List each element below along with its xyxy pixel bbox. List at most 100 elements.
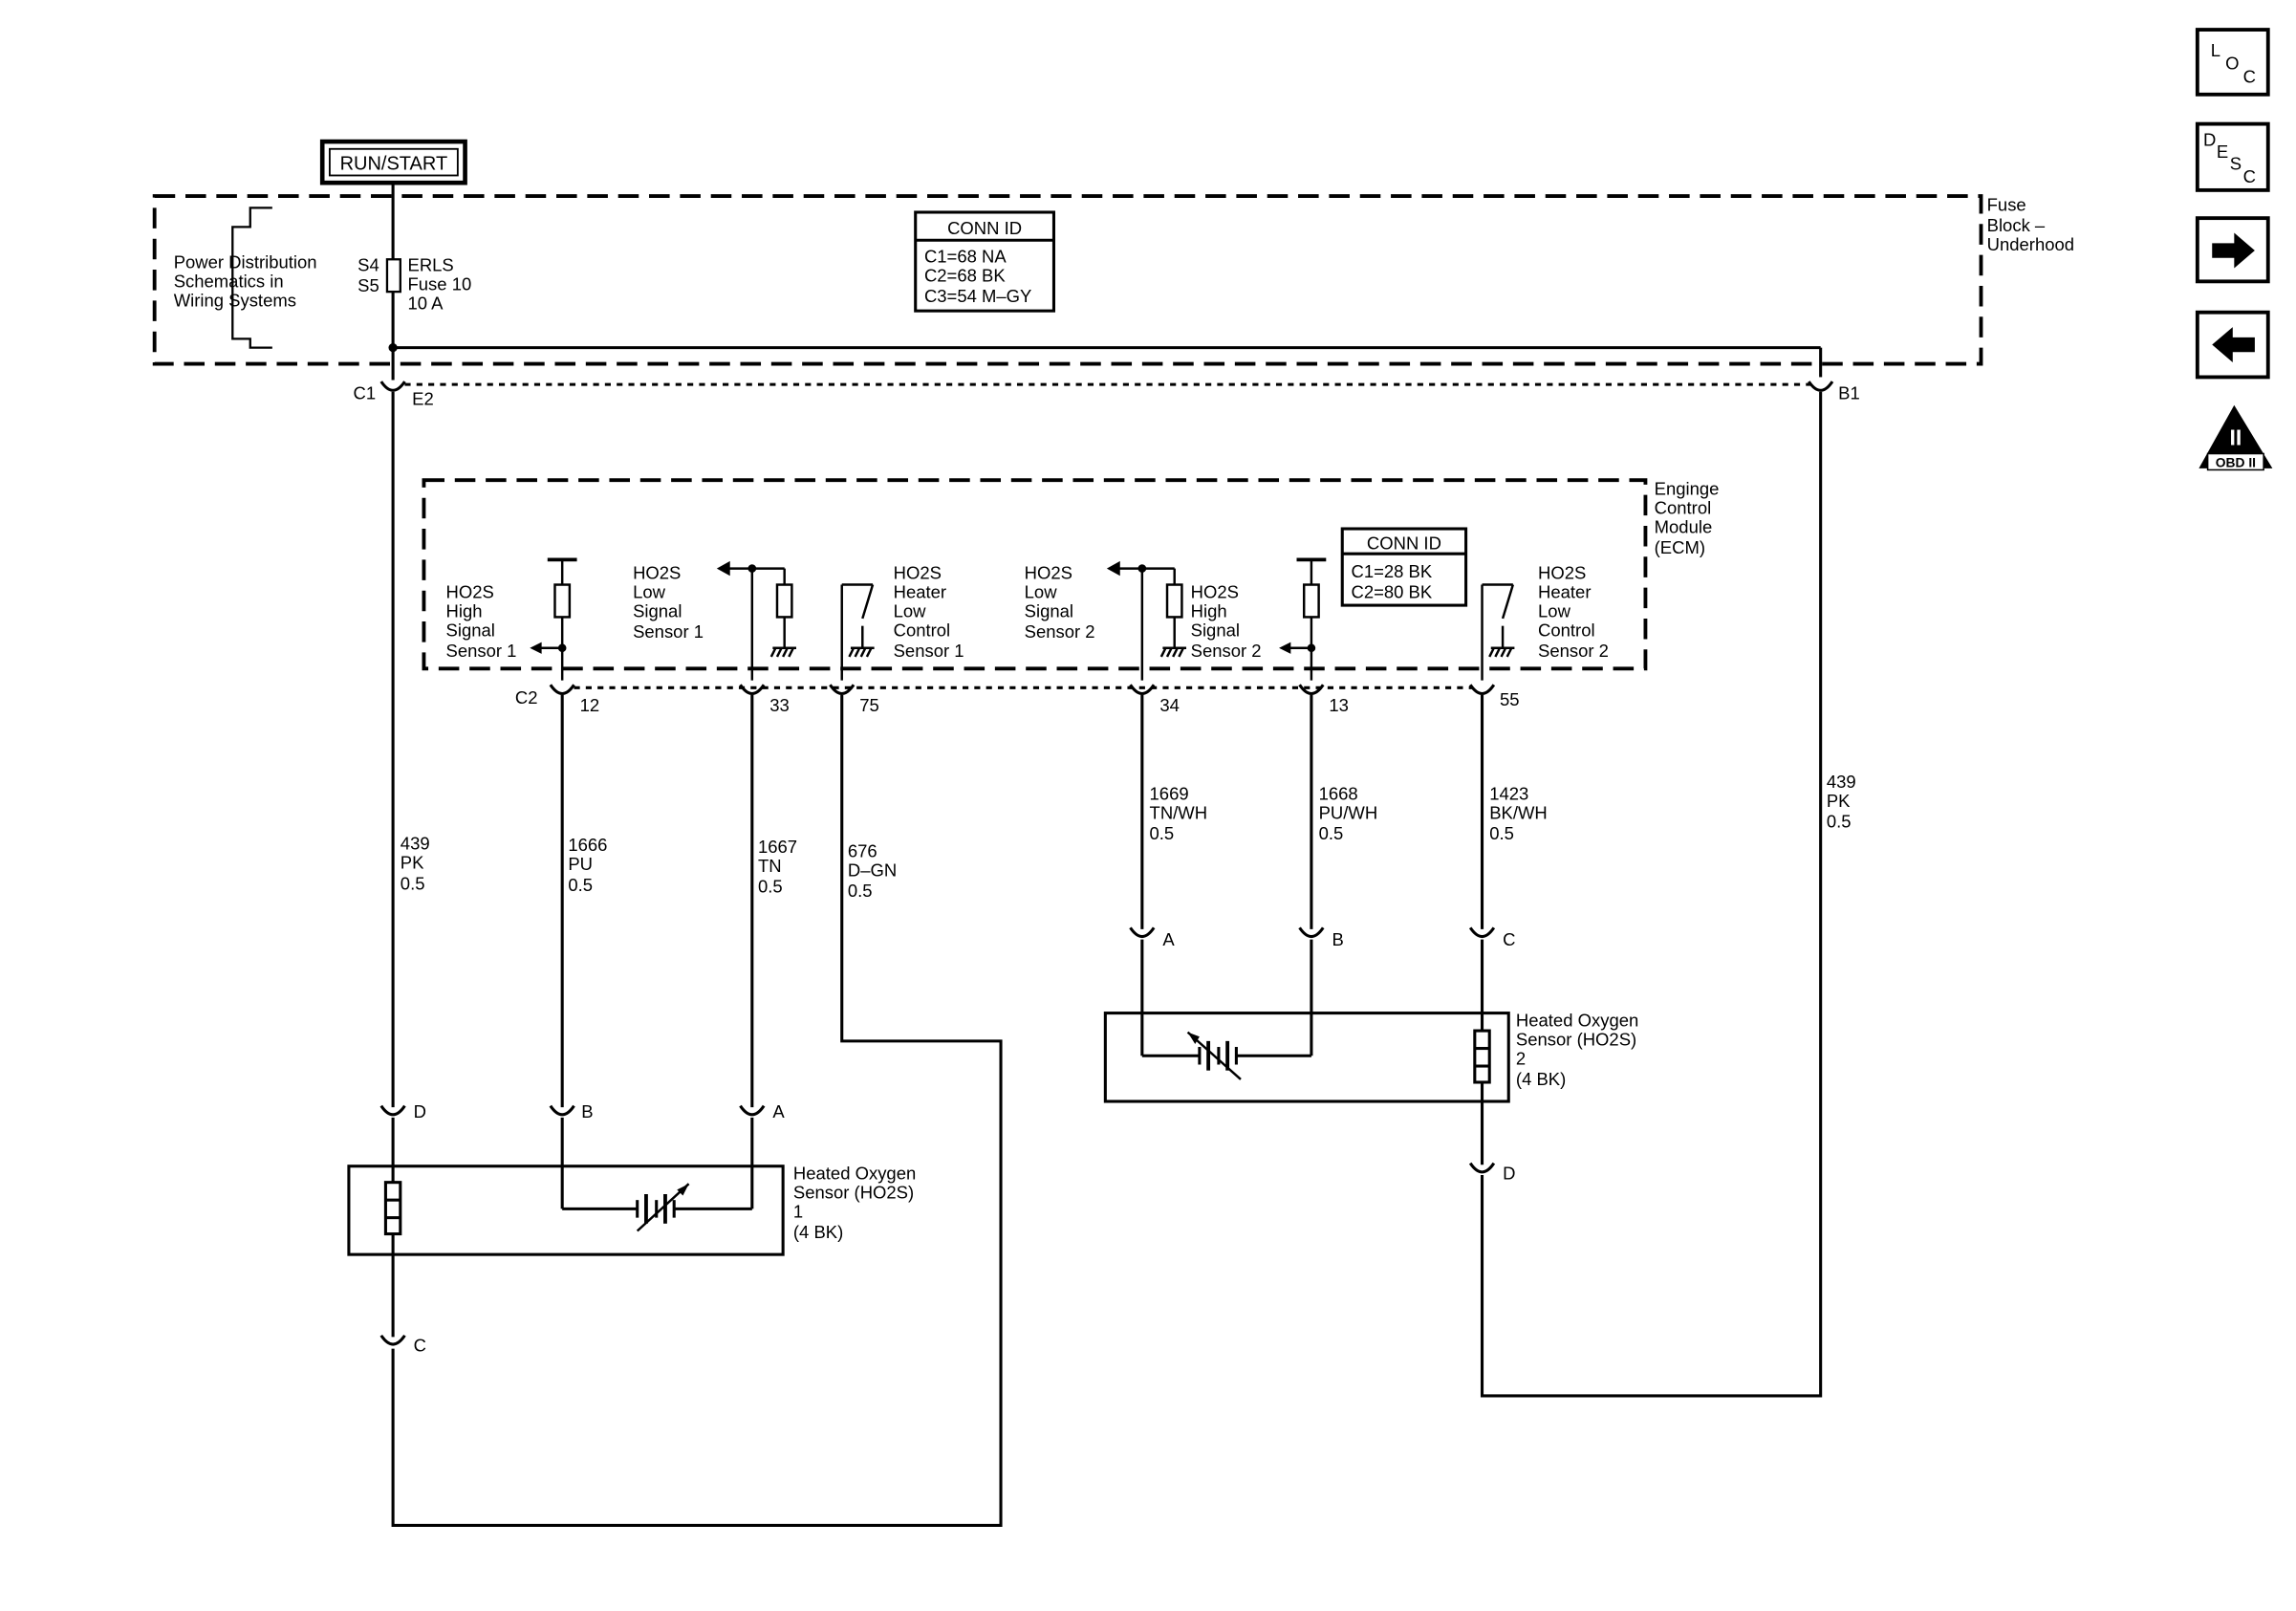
location-button[interactable]: L O C	[2195, 28, 2270, 97]
svg-text:Signal: Signal	[1025, 600, 1073, 620]
power-feed-wiring	[391, 183, 1823, 381]
obd-ii-icon: II OBD II	[2199, 404, 2273, 471]
svg-text:B1: B1	[1838, 383, 1860, 403]
wire-label-439-right: 439 PK 0.5	[1827, 772, 1856, 832]
svg-text:PK: PK	[1827, 791, 1851, 811]
svg-text:A: A	[772, 1101, 785, 1121]
sensor1-pin-labels: D B A	[414, 1101, 786, 1121]
c2-terminals	[549, 684, 1496, 695]
description-button[interactable]: D E S C	[2195, 121, 2270, 192]
ecm-label-low-signal-sensor2: HO2S Low Signal Sensor 2	[1025, 562, 1095, 642]
svg-text:0.5: 0.5	[758, 876, 783, 896]
svg-text:HO2S: HO2S	[1025, 562, 1072, 582]
sensor2-heater	[1468, 1029, 1496, 1174]
svg-text:OBD II: OBD II	[2216, 454, 2256, 469]
svg-text:Signal: Signal	[633, 600, 682, 620]
svg-text:12: 12	[580, 695, 600, 715]
svg-text:34: 34	[1159, 695, 1180, 715]
wire-label-1666: 1666 PU 0.5	[568, 835, 607, 895]
svg-text:Power Distribution: Power Distribution	[174, 251, 317, 272]
sensor2-element	[1141, 1031, 1311, 1080]
sensor1-label: Heated Oxygen Sensor (HO2S) 1 (4 BK)	[793, 1164, 916, 1243]
svg-text:Schematics in: Schematics in	[174, 272, 284, 292]
svg-text:D: D	[2203, 130, 2216, 150]
ecm-label-high-signal-sensor2: HO2S High Signal Sensor 2	[1191, 581, 1262, 661]
svg-text:C: C	[2243, 66, 2256, 86]
next-page-button[interactable]	[2195, 216, 2270, 284]
svg-text:HO2S: HO2S	[1191, 581, 1239, 601]
wire-label-1667: 1667 TN 0.5	[758, 837, 797, 897]
svg-text:CONN ID: CONN ID	[1367, 533, 1441, 554]
svg-text:75: 75	[859, 695, 879, 715]
svg-text:Fuse 10: Fuse 10	[408, 274, 472, 294]
svg-text:1: 1	[793, 1202, 803, 1222]
svg-text:C2=68 BK: C2=68 BK	[924, 265, 1006, 285]
power-dist-label: Power Distribution Schematics in Wiring …	[174, 251, 317, 310]
svg-text:L: L	[2211, 40, 2220, 60]
svg-text:CONN ID: CONN ID	[947, 218, 1022, 238]
svg-text:A: A	[1162, 929, 1175, 949]
svg-text:0.5: 0.5	[1489, 823, 1514, 843]
svg-text:E: E	[2217, 142, 2228, 162]
svg-text:Control: Control	[1655, 498, 1712, 518]
conn-id-ecm: CONN ID C1=28 BK C2=80 BK	[1340, 527, 1468, 607]
obd-ii-button[interactable]: II OBD II	[2199, 404, 2273, 471]
sensor1-element	[562, 1183, 752, 1232]
svg-text:HO2S: HO2S	[633, 562, 681, 582]
fuse-s4-label: S4	[357, 255, 379, 275]
conn-id-fuse-block: CONN ID C1=68 NA C2=68 BK C3=54 M–GY	[914, 210, 1055, 313]
previous-page-button[interactable]	[2195, 310, 2270, 380]
svg-text:C2: C2	[515, 687, 538, 708]
svg-text:Sensor (HO2S): Sensor (HO2S)	[793, 1183, 914, 1203]
power-dist-bracket	[231, 207, 272, 349]
svg-text:Control: Control	[1538, 620, 1595, 640]
svg-text:1669: 1669	[1150, 783, 1189, 803]
ecm-outline	[422, 478, 1648, 671]
svg-text:Signal: Signal	[446, 620, 495, 640]
ecm-label-heater-sensor1: HO2S Heater Low Control Sensor 1	[894, 562, 964, 661]
svg-text:55: 55	[1500, 689, 1520, 709]
sensor2-pin-labels: A B C	[1162, 929, 1515, 949]
svg-text:Sensor 2: Sensor 2	[1191, 641, 1262, 661]
svg-text:Underhood: Underhood	[1987, 234, 2074, 254]
sensor1-pin-c: C	[414, 1336, 426, 1356]
svg-text:0.5: 0.5	[401, 873, 425, 893]
wire-label-676: 676 D–GN 0.5	[848, 840, 897, 901]
svg-text:Sensor (HO2S): Sensor (HO2S)	[1516, 1029, 1636, 1049]
svg-text:PU/WH: PU/WH	[1319, 802, 1378, 822]
wire-label-439-left: 439 PK 0.5	[401, 834, 430, 894]
svg-text:(4 BK): (4 BK)	[793, 1222, 843, 1242]
svg-text:Heated Oxygen: Heated Oxygen	[793, 1164, 916, 1184]
svg-text:Low: Low	[633, 581, 666, 601]
svg-text:Low: Low	[894, 600, 927, 620]
svg-text:B: B	[581, 1101, 593, 1121]
svg-text:PK: PK	[401, 853, 424, 873]
svg-text:10 A: 10 A	[408, 294, 444, 314]
sensor2-body	[1103, 1012, 1510, 1103]
svg-text:Heated Oxygen: Heated Oxygen	[1516, 1010, 1638, 1030]
svg-text:C1: C1	[354, 383, 377, 403]
run-start-label: RUN/START	[340, 153, 448, 174]
svg-text:0.5: 0.5	[1319, 823, 1344, 843]
svg-text:1667: 1667	[758, 837, 797, 857]
svg-text:II: II	[2229, 425, 2242, 449]
svg-text:676: 676	[848, 840, 877, 860]
svg-text:TN: TN	[758, 856, 782, 876]
sensor2-label: Heated Oxygen Sensor (HO2S) 2 (4 BK)	[1516, 1010, 1638, 1089]
svg-text:Heater: Heater	[1538, 581, 1591, 601]
erls-fuse: S4 S5 ERLS Fuse 10 10 A	[357, 255, 471, 314]
sensor2-pin-d: D	[1503, 1164, 1515, 1184]
svg-text:D–GN: D–GN	[848, 860, 897, 880]
b1-terminal: B1	[1808, 381, 1860, 403]
svg-text:Wiring Systems: Wiring Systems	[174, 291, 296, 311]
sensor2-terminals	[1129, 926, 1496, 1056]
fuse-block-label: Fuse Block – Underhood	[1987, 194, 2074, 254]
svg-text:HO2S: HO2S	[446, 581, 494, 601]
svg-text:Control: Control	[894, 620, 951, 640]
svg-text:HO2S: HO2S	[894, 562, 942, 582]
svg-text:Low: Low	[1538, 600, 1571, 620]
svg-text:(4 BK): (4 BK)	[1516, 1069, 1566, 1089]
ecm-label-heater-sensor2: HO2S Heater Low Control Sensor 2	[1538, 562, 1609, 661]
svg-text:Low: Low	[1025, 581, 1058, 601]
svg-text:439: 439	[401, 834, 430, 854]
